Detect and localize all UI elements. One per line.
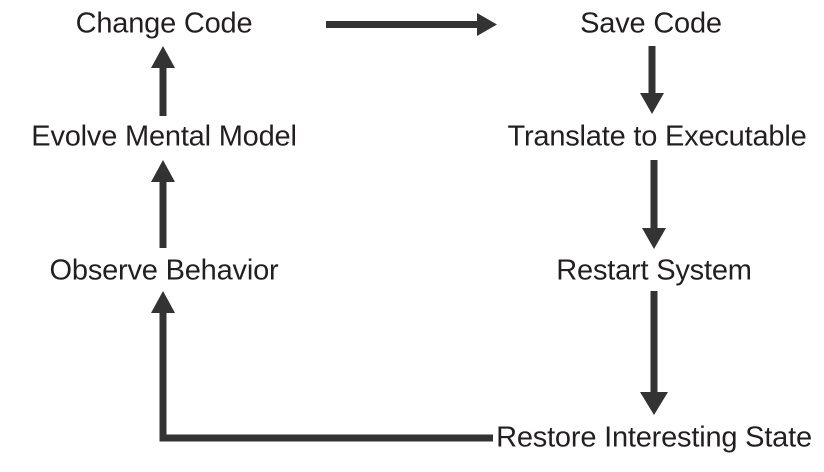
node-observe-behavior[interactable]: Observe Behavior [49,254,279,287]
node-restart-system[interactable]: Restart System [556,254,752,287]
edge-evolve-to-change [151,46,175,116]
edge-restart-to-restore [640,291,668,415]
edge-restore-to-observe [151,291,493,442]
node-restore-interesting-state[interactable]: Restore Interesting State [496,421,812,454]
node-evolve-mental-model[interactable]: Evolve Mental Model [31,120,297,153]
edge-save-to-translate [640,46,664,114]
edge-observe-to-evolve [151,160,175,248]
edge-translate-to-restart [642,160,666,249]
node-save-code[interactable]: Save Code [580,7,722,40]
node-change-code[interactable]: Change Code [75,7,253,40]
edge-change-to-save [326,13,497,36]
node-translate-to-executable[interactable]: Translate to Executable [507,120,807,153]
